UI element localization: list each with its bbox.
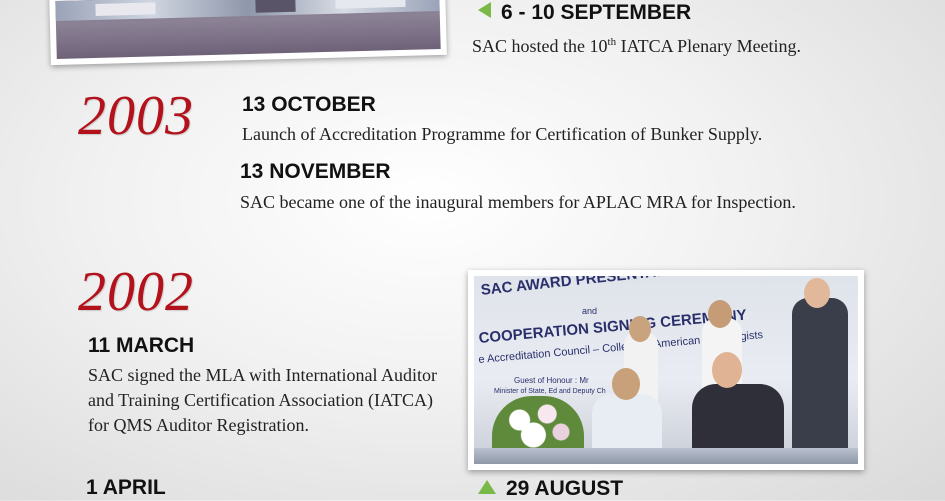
ceremony-photo: SAC AWARD PRESENTATIO and COOPERATION SI… [468, 270, 864, 470]
table-front [474, 448, 858, 464]
person-standing-left-head [629, 316, 651, 342]
arrow-up-icon [478, 480, 496, 494]
table-item [255, 0, 296, 13]
ceremony-photo-image: SAC AWARD PRESENTATIO and COOPERATION SI… [474, 276, 858, 464]
event-desc-iatca-mla: SAC signed the MLA with International Au… [88, 365, 437, 435]
meeting-photo [49, 0, 447, 66]
banner-text-line2: and [582, 306, 598, 316]
event-desc-aplac-mra: SAC became one of the inaugural members … [240, 192, 796, 212]
event-desc-bunker-supply: Launch of Accreditation Programme for Ce… [242, 124, 763, 144]
flower-arrangement [492, 396, 584, 456]
desc-text: SAC hosted the 10 [472, 36, 608, 56]
person-seated-left-head [612, 368, 640, 400]
year-2003: 2003 [78, 85, 194, 147]
event-date-text: 29 AUGUST [506, 477, 624, 500]
person-standing-middle-head [708, 300, 732, 328]
event-date-29-august: 29 AUGUST [478, 477, 623, 501]
event-date-1-april: 1 APRIL [86, 476, 166, 499]
banner-text-line5: Guest of Honour : Mr [514, 376, 589, 385]
desc-sup: th [607, 36, 617, 48]
person-standing-right [792, 298, 848, 448]
event-date-13-november: 13 NOVEMBER [240, 160, 391, 183]
person-seated-right-head [712, 352, 742, 388]
desc-text-rest: IATCA Plenary Meeting. [616, 36, 802, 56]
event-date-13-october: 13 OCTOBER [242, 93, 376, 116]
person-seated-right [692, 384, 784, 454]
event-date-11-march: 11 MARCH [88, 334, 195, 357]
person-seated-left [592, 394, 662, 454]
event-date-6-10-september: 6 - 10 SEPTEMBER [478, 1, 691, 25]
banner-text-line6: Minister of State, Ed and Deputy Ch [494, 388, 606, 395]
event-desc-iatca-plenary: SAC hosted the 10th IATCA Plenary Meetin… [472, 30, 932, 59]
meeting-photo-image [55, 0, 441, 60]
banner-text-line1: SAC AWARD PRESENTATIO [480, 276, 681, 299]
year-2002: 2002 [78, 261, 194, 323]
arrow-left-icon [478, 2, 491, 18]
table-papers [95, 2, 156, 16]
event-date-text: 6 - 10 SEPTEMBER [501, 1, 692, 24]
person-standing-right-head [804, 278, 830, 308]
